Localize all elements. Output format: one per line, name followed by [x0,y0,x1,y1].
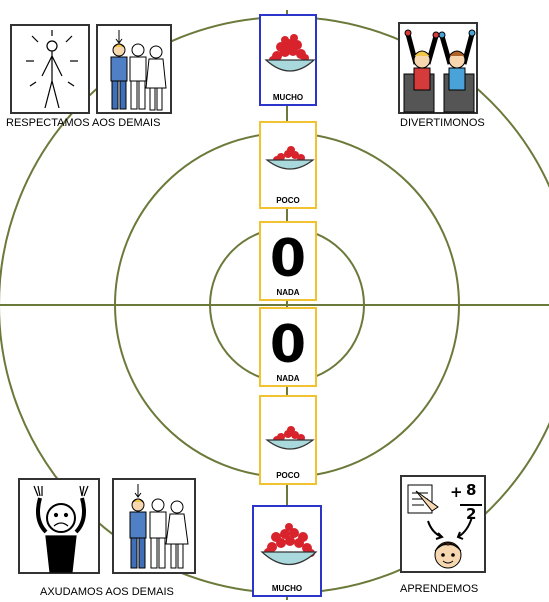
card-bottom-mucho: MUCHO [252,505,322,597]
card-bottom-nada: 0 NADA [259,307,317,387]
learning-child-icon: + 8 2 [402,477,488,575]
card-label: MUCHO [261,93,315,102]
quadrant-label-bottom-right: APRENDEMOS [400,583,478,595]
card-top-poco: POCO [259,121,317,209]
zero-number: 0 [261,233,315,285]
fun-pictogram [398,22,478,114]
card-label: NADA [261,374,315,383]
quadrant-label-top-right: DIVERTIMONOS [400,117,485,129]
help-group-pictogram [112,478,196,574]
card-label: POCO [261,196,315,205]
card-label: NADA [261,288,315,297]
respect-person-pictogram [10,24,90,114]
card-bottom-poco: POCO [259,395,317,485]
cheering-kids-icon [400,24,480,116]
zero-number: 0 [261,319,315,371]
quadrant-label-top-left: RESPECTAMOS AOS DEMAIS [6,117,160,129]
card-top-mucho: MUCHO [259,14,317,106]
learn-pictogram: + 8 2 [400,475,486,573]
people-group-icon [98,26,174,116]
card-label: POCO [261,471,315,480]
math-top-digit: 8 [466,481,476,499]
quadrant-label-bottom-left: AXUDAMOS AOS DEMAIS [40,586,174,598]
card-label: MUCHO [254,584,320,593]
math-plus-sign: + [450,483,463,501]
people-group-icon [114,480,198,576]
math-bottom-digit: 2 [466,505,476,523]
card-top-nada: 0 NADA [259,221,317,301]
respect-group-pictogram [96,24,172,114]
sad-person-icon [20,480,102,576]
help-sad-person-pictogram [18,478,100,574]
radiant-person-icon [12,26,92,116]
